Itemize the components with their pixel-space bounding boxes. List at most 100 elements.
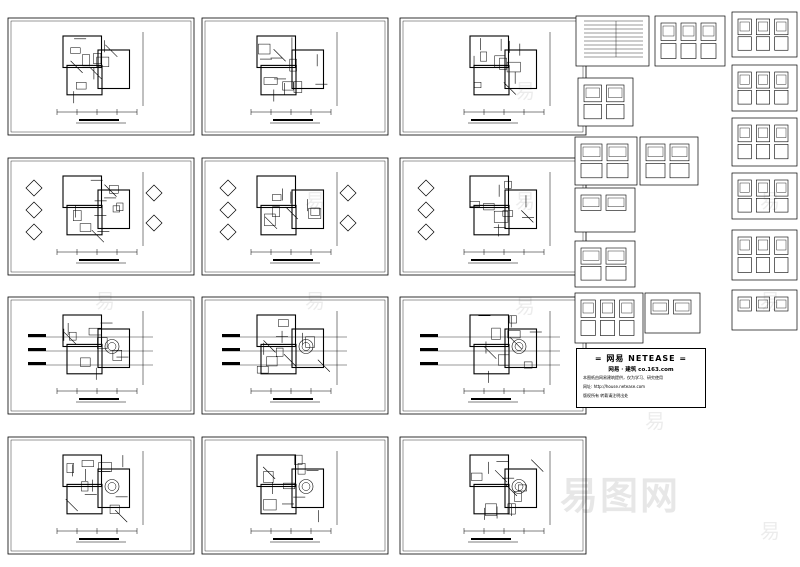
elevation-detail bbox=[774, 90, 789, 105]
furniture bbox=[498, 354, 510, 366]
drawing-title bbox=[471, 398, 511, 400]
wall-line bbox=[65, 498, 78, 512]
elevation-detail bbox=[582, 250, 600, 261]
room bbox=[66, 64, 103, 96]
wall-line bbox=[91, 229, 105, 243]
house-plan bbox=[469, 314, 542, 383]
sheet-inner-border bbox=[402, 439, 584, 552]
watermark-glyph: 易 bbox=[515, 294, 535, 318]
watermark-logo: 易图网 bbox=[560, 474, 681, 518]
elevation-detail bbox=[756, 124, 770, 143]
furniture bbox=[93, 53, 102, 65]
room bbox=[97, 189, 131, 230]
furniture bbox=[70, 47, 81, 54]
detail-sheet bbox=[639, 136, 699, 186]
elevation-detail bbox=[700, 22, 717, 41]
elevation-detail bbox=[580, 143, 603, 162]
house-plan bbox=[62, 454, 131, 523]
round-ceiling bbox=[298, 339, 314, 354]
elevation-detail bbox=[756, 257, 770, 273]
room bbox=[66, 343, 103, 375]
wall-line bbox=[273, 49, 286, 62]
furniture bbox=[109, 504, 120, 514]
furniture bbox=[88, 327, 102, 336]
room bbox=[260, 343, 297, 375]
elevation-detail bbox=[756, 236, 770, 255]
elevation-detail bbox=[756, 198, 770, 213]
elevation-detail bbox=[776, 74, 787, 85]
sheet-inner-border bbox=[10, 299, 192, 412]
furniture bbox=[504, 180, 512, 189]
elevation-detail bbox=[756, 18, 770, 36]
elevation-detail bbox=[605, 265, 627, 281]
furniture bbox=[263, 499, 277, 511]
elevation-detail bbox=[582, 197, 600, 208]
room bbox=[62, 35, 103, 69]
room bbox=[256, 175, 297, 209]
furniture bbox=[109, 185, 119, 194]
wall-line bbox=[105, 44, 118, 58]
room bbox=[66, 483, 103, 515]
room bbox=[291, 468, 325, 509]
elevation-detail bbox=[647, 146, 664, 157]
elevation-detail bbox=[671, 146, 688, 157]
elevation-detail bbox=[702, 25, 715, 37]
room bbox=[504, 468, 538, 509]
floor-plan-sheet bbox=[7, 157, 195, 276]
furniture bbox=[507, 330, 521, 339]
sheet-inner-border bbox=[10, 20, 192, 133]
floor-plan-sheet bbox=[7, 296, 195, 415]
drawing-title bbox=[471, 259, 511, 261]
elevation-detail bbox=[621, 302, 633, 314]
elevation-detail bbox=[756, 36, 770, 51]
elevation-detail bbox=[673, 299, 692, 315]
elevation-detail bbox=[756, 71, 770, 89]
legend-line-2: 网址: http://house.netease.com bbox=[583, 384, 646, 389]
round-ceiling bbox=[514, 482, 524, 491]
wall-line bbox=[531, 459, 544, 472]
elevation-detail bbox=[774, 18, 789, 36]
floor-plan-sheet bbox=[399, 17, 587, 136]
furniture bbox=[263, 471, 274, 483]
elevation-marker bbox=[219, 223, 237, 241]
elevation-marker bbox=[417, 179, 435, 197]
watermark-glyph: 易 bbox=[645, 409, 665, 433]
elevation-detail bbox=[662, 25, 675, 37]
detail-sheet bbox=[574, 240, 636, 288]
furniture bbox=[507, 503, 516, 515]
elevation-detail bbox=[737, 18, 752, 36]
furniture bbox=[96, 56, 110, 67]
watermark-glyph: 易 bbox=[760, 519, 780, 543]
drawing-title bbox=[471, 538, 511, 540]
furniture bbox=[97, 337, 108, 349]
furniture bbox=[81, 481, 89, 492]
elevation-detail bbox=[607, 250, 625, 261]
elevation-detail bbox=[580, 247, 602, 265]
furniture bbox=[483, 203, 495, 211]
elevation-detail bbox=[652, 302, 667, 312]
sheet-inner-border bbox=[204, 299, 386, 412]
elevation-detail bbox=[774, 144, 789, 160]
furniture bbox=[264, 213, 276, 227]
elevation-detail bbox=[669, 163, 690, 179]
room bbox=[469, 454, 510, 488]
elevation-detail bbox=[756, 179, 770, 197]
furniture bbox=[293, 81, 303, 93]
elevation-detail bbox=[739, 74, 750, 85]
elevation-detail bbox=[605, 247, 627, 265]
furniture bbox=[112, 205, 121, 213]
wall-line bbox=[503, 82, 517, 95]
house-plan bbox=[62, 175, 131, 243]
furniture bbox=[276, 347, 284, 357]
elevation-detail bbox=[737, 236, 752, 255]
round-ceiling bbox=[104, 479, 120, 494]
wall-line bbox=[70, 60, 83, 74]
furniture bbox=[506, 61, 521, 73]
elevation-detail bbox=[776, 127, 787, 138]
wall-line bbox=[509, 336, 523, 350]
elevation-detail bbox=[758, 74, 768, 85]
furniture bbox=[493, 210, 509, 223]
wall-line bbox=[64, 332, 77, 345]
house-plan bbox=[256, 175, 325, 236]
round-ceiling bbox=[104, 339, 120, 354]
